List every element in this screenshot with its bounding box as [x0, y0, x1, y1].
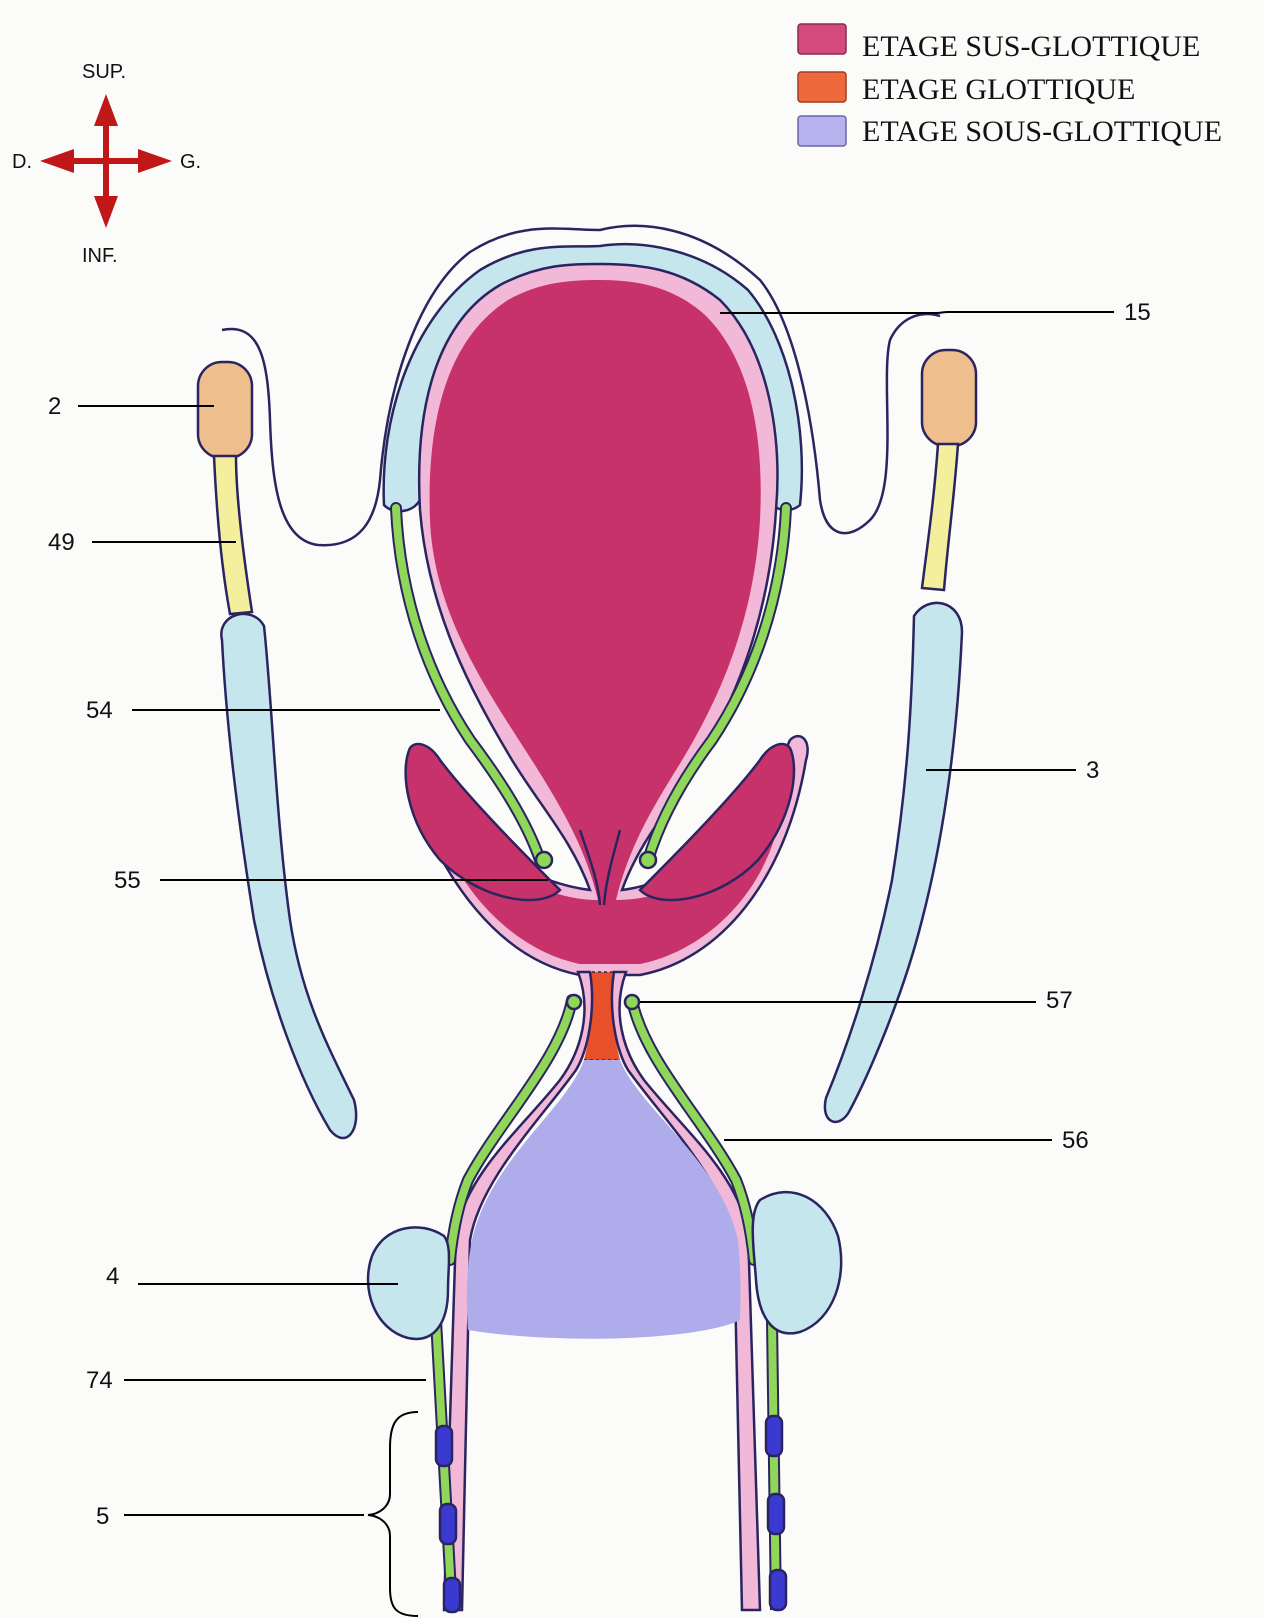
- label-5: 5: [96, 1503, 109, 1530]
- tracheal-ring-right-1: [766, 1416, 782, 1456]
- tracheal-ring-left-2: [440, 1504, 456, 1544]
- orientation-sup: SUP.: [82, 61, 126, 83]
- legend-label-supraglottic: ETAGE SUS-GLOTTIQUE: [862, 30, 1200, 63]
- orientation-inf: INF.: [82, 245, 118, 267]
- arrow-right-icon: [138, 149, 172, 173]
- legend-label-glottic: ETAGE GLOTTIQUE: [862, 73, 1135, 106]
- hyoid-bone-left: [198, 362, 252, 458]
- thyrohyoid-membrane-left: [214, 456, 252, 614]
- thyroid-cartilage-left: [221, 614, 356, 1138]
- orientation-compass: [40, 94, 172, 228]
- label-57: 57: [1046, 987, 1073, 1014]
- thyroid-cartilage-right: [825, 603, 962, 1122]
- legend-label-subglottic: ETAGE SOUS-GLOTTIQUE: [862, 115, 1222, 148]
- thyrohyoid-membrane-right: [922, 444, 958, 590]
- orientation-left: G.: [180, 151, 201, 173]
- orientation-right: D.: [12, 151, 32, 173]
- subglottic-cavity: [467, 1060, 741, 1339]
- legend-swatch-glottic: [798, 72, 846, 102]
- label-56: 56: [1062, 1127, 1089, 1154]
- vocal-ligament-right: [625, 995, 639, 1009]
- label-2: 2: [48, 393, 61, 420]
- label-4: 4: [106, 1263, 119, 1290]
- vestibular-ligament-left: [536, 852, 552, 868]
- legend: ETAGE SUS-GLOTTIQUE ETAGE GLOTTIQUE ETAG…: [798, 24, 1222, 148]
- cricoid-cartilage-right: [753, 1192, 841, 1333]
- legend-swatch-subglottic: [798, 116, 846, 146]
- tracheal-ring-right-2: [768, 1494, 784, 1534]
- label-74: 74: [86, 1367, 113, 1394]
- tracheal-wall-right-fill: [772, 1320, 776, 1610]
- arrow-left-icon: [40, 149, 74, 173]
- hyoid-bone-right: [922, 350, 976, 446]
- vestibular-ligament-right: [640, 852, 656, 868]
- label-49: 49: [48, 529, 75, 556]
- label-54: 54: [86, 697, 113, 724]
- tracheal-ring-right-3: [770, 1570, 786, 1610]
- vocal-ligament-left: [567, 995, 581, 1009]
- tracheal-ring-left-1: [436, 1426, 452, 1466]
- label-3: 3: [1086, 757, 1099, 784]
- arrow-up-icon: [94, 94, 118, 126]
- legend-swatch-supraglottic: [798, 24, 846, 54]
- label-55: 55: [114, 867, 141, 894]
- tracheal-ring-left-3: [444, 1578, 460, 1612]
- label-15: 15: [1124, 299, 1151, 326]
- arrow-down-icon: [94, 196, 118, 228]
